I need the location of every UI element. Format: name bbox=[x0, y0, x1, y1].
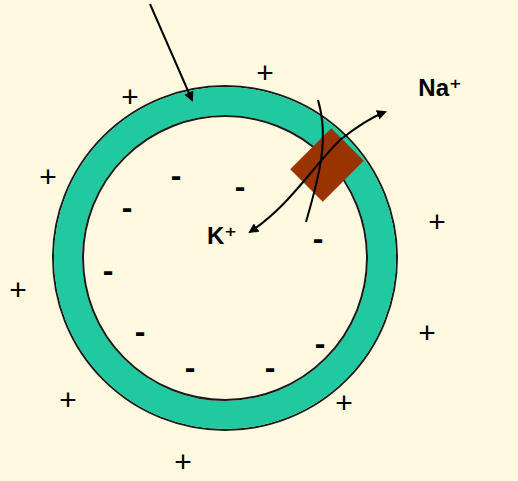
positive-charge: + bbox=[418, 318, 436, 348]
negative-charge: - bbox=[135, 315, 146, 347]
exchange-arrow bbox=[250, 112, 385, 232]
positive-charge: + bbox=[335, 388, 353, 418]
negative-charge: - bbox=[235, 170, 246, 202]
negative-charge: - bbox=[103, 254, 114, 286]
ion-pump bbox=[290, 128, 364, 202]
positive-charge: + bbox=[428, 207, 446, 237]
membrane-outer-edge bbox=[53, 86, 397, 430]
positive-charge: + bbox=[59, 385, 77, 415]
positive-charge: + bbox=[121, 82, 139, 112]
positive-charge: + bbox=[39, 162, 57, 192]
negative-charge: - bbox=[171, 159, 182, 191]
positive-charge: + bbox=[174, 447, 192, 477]
membrane-inner-edge bbox=[83, 116, 367, 400]
negative-charge: - bbox=[265, 351, 276, 383]
negative-charge: - bbox=[185, 351, 196, 383]
positive-charge: + bbox=[9, 275, 27, 305]
negative-charge: - bbox=[122, 191, 133, 223]
negative-charge: - bbox=[315, 327, 326, 359]
cell-membrane bbox=[68, 101, 382, 415]
negative-charge: - bbox=[313, 222, 324, 254]
positive-charge: + bbox=[256, 58, 274, 88]
ion-label: K⁺ bbox=[207, 224, 237, 248]
ion-label: Na⁺ bbox=[418, 76, 461, 100]
leader-line bbox=[150, 4, 192, 100]
